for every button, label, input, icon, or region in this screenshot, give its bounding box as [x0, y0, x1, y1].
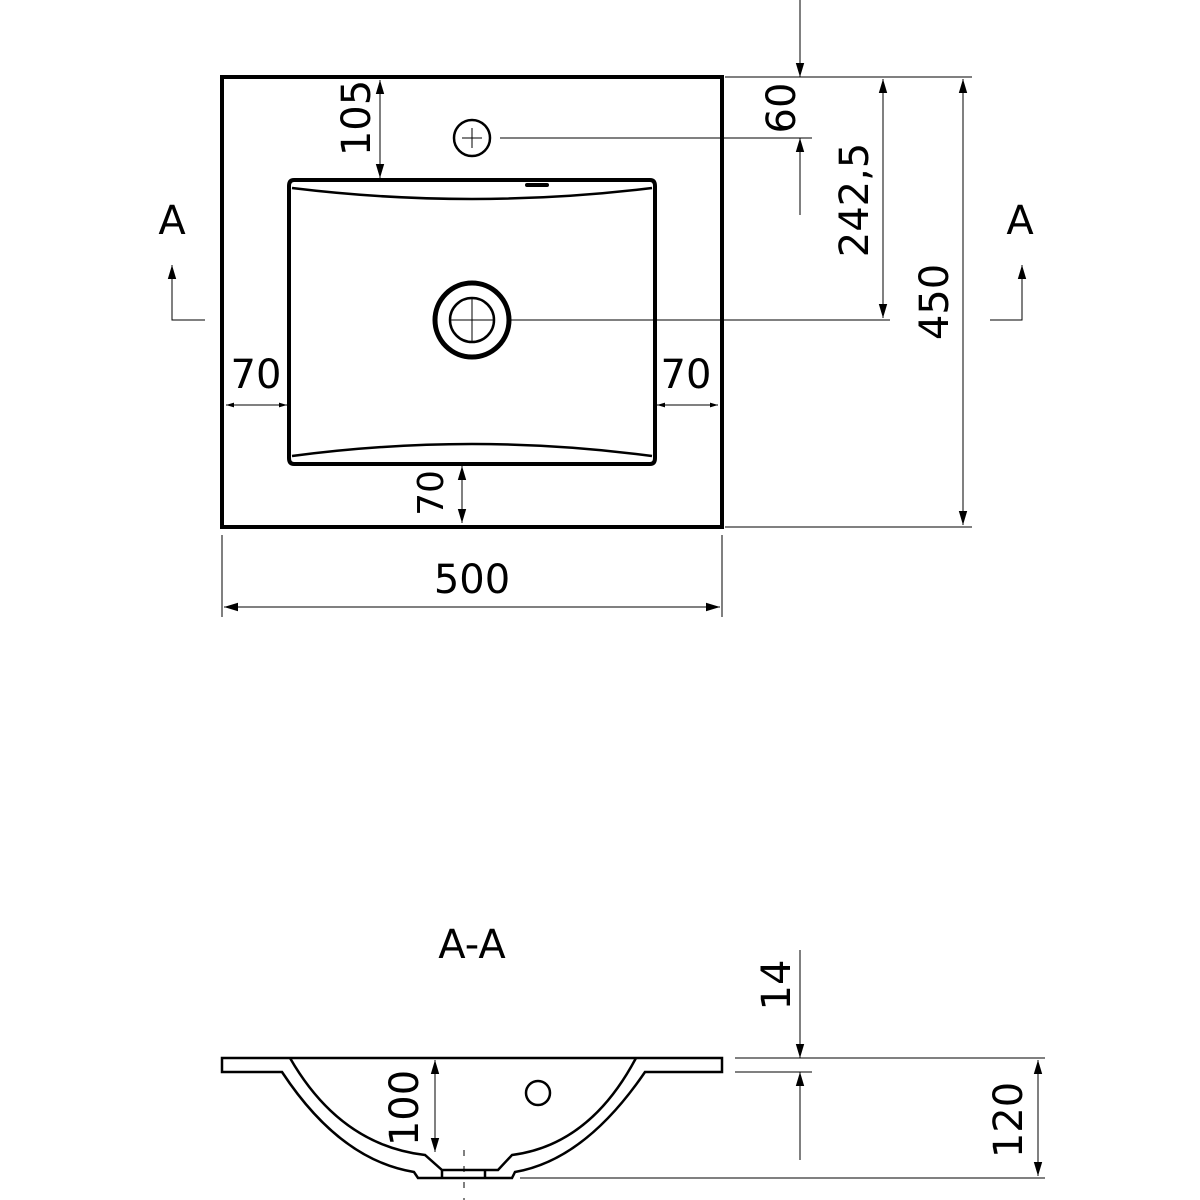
dim-right-70-label: 70	[661, 352, 712, 398]
section-title: A-A	[438, 922, 506, 968]
dim-front-70-label: 70	[411, 470, 452, 516]
section-view: A-A 100 14 120	[220, 922, 1045, 1200]
basin-section-inner	[288, 1057, 638, 1172]
drain-outer	[432, 280, 512, 360]
dim-450-label: 450	[912, 264, 958, 340]
basin-back-curve	[291, 186, 653, 201]
overflow-icon	[525, 183, 549, 187]
dim-120-label: 120	[986, 1082, 1032, 1158]
dim-500-label: 500	[434, 557, 510, 603]
basin-outline	[287, 178, 657, 466]
overflow-hole	[524, 1079, 552, 1107]
basin-section-outer	[220, 1056, 724, 1180]
dim-60-label: 60	[759, 83, 805, 134]
tap-hole	[452, 118, 492, 158]
countertop-outline	[220, 75, 724, 529]
dim-left-70-label: 70	[231, 352, 282, 398]
top-view: 105 60 242,5 450 70 70 70 500 A A	[158, 0, 1034, 617]
dim-100-label: 100	[382, 1070, 428, 1146]
section-arrow-left-icon	[167, 265, 205, 321]
section-marker-right: A	[1006, 198, 1034, 244]
section-marker-left: A	[158, 198, 186, 244]
section-arrow-right-icon	[990, 265, 1027, 321]
dim-14-label: 14	[754, 960, 800, 1011]
dim-242-5-label: 242,5	[832, 143, 878, 258]
basin-front-curve	[291, 442, 653, 458]
dim-105-label: 105	[334, 80, 380, 156]
